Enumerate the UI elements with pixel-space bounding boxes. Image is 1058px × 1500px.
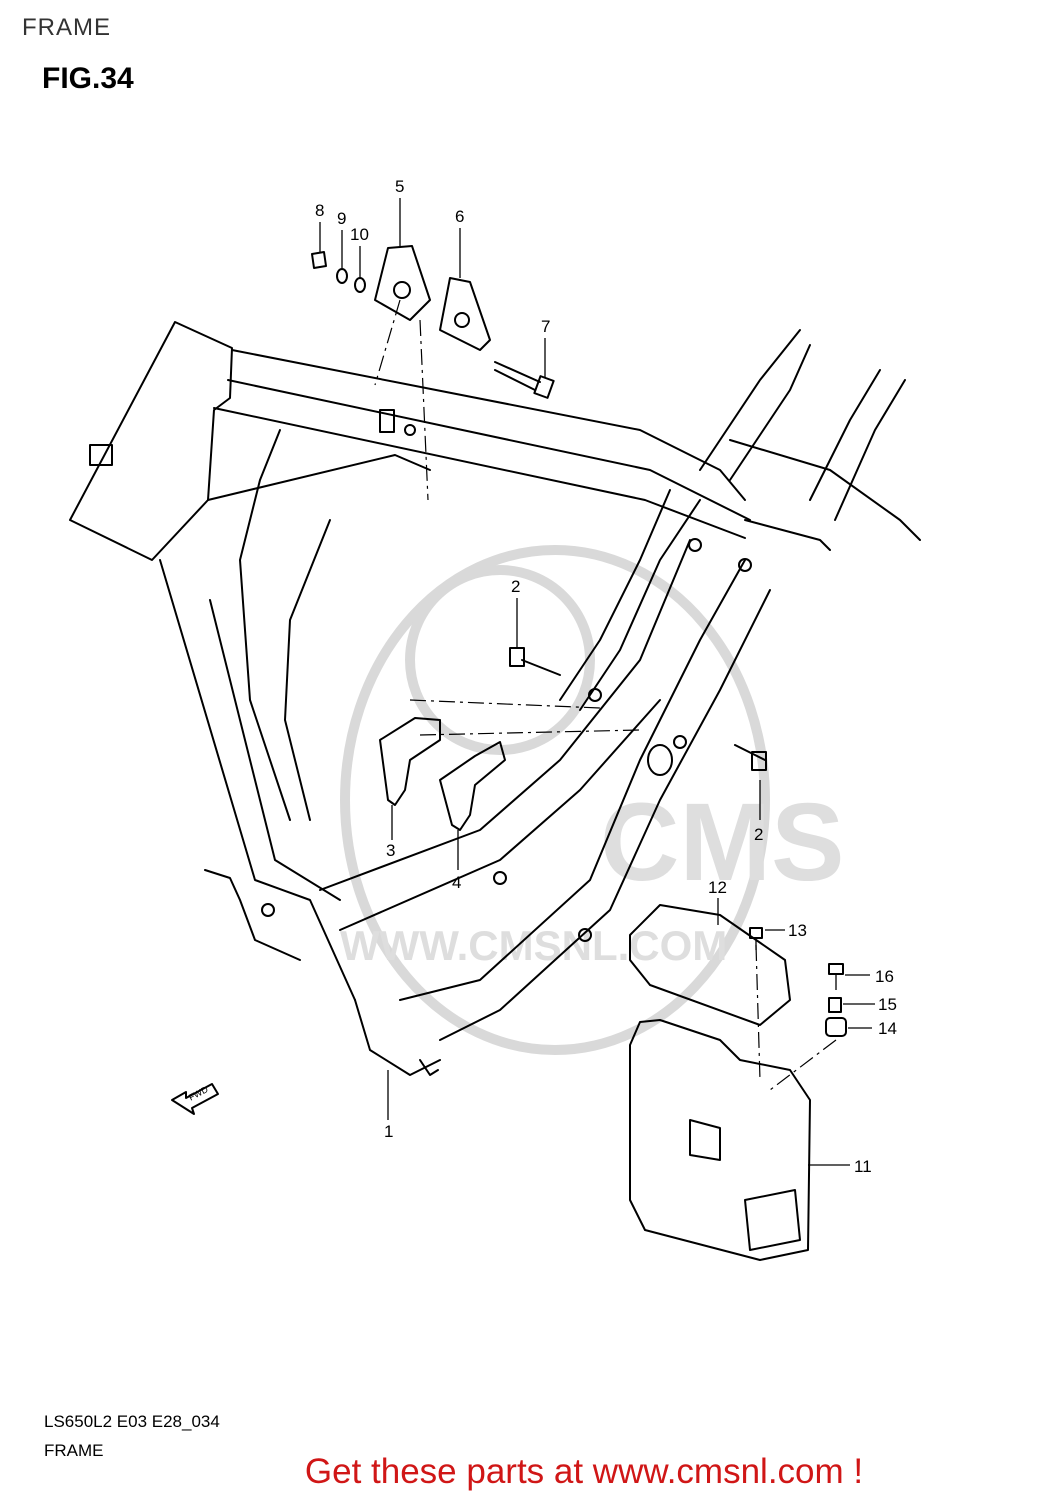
callout-2b: 2 [754,825,763,844]
forward-direction-icon: FWD [171,1083,219,1115]
watermark-logo: CMS WWW.CMSNL.COM [340,545,844,1055]
frame-part-1 [69,321,921,1076]
battery-case-part-11 [629,1019,811,1261]
bracket-part-4 [439,741,506,831]
screw-parts-13-16 [749,927,847,1037]
diagram-code: LS650L2 E03 E28_034 [44,1412,220,1431]
callout-11: 11 [854,1157,872,1176]
callout-12: 12 [708,878,727,897]
cta-banner[interactable]: Get these parts at www.cmsnl.com ! [0,1452,1058,1492]
callout-13: 13 [788,921,807,940]
plate-part-6 [439,277,491,351]
page-header-title: FRAME [22,14,111,41]
callout-15: 15 [878,995,897,1014]
guide-lines [374,299,837,1091]
cover-part-12 [629,904,791,1026]
callout-1: 1 [384,1122,393,1141]
leader-lines [319,198,875,1166]
hardware-parts-8-9-10 [311,251,366,293]
cta-text[interactable]: Get these parts at www.cmsnl.com ! [304,1452,864,1491]
callout-14: 14 [878,1019,897,1038]
callout-2a: 2 [511,577,520,596]
callout-16: 16 [875,967,894,986]
diagram-name: FRAME [44,1441,104,1460]
callout-10: 10 [350,225,369,244]
watermark-url: WWW.CMSNL.COM [340,922,727,969]
bracket-part-3 [379,717,441,806]
callout-8: 8 [315,201,324,220]
callout-4: 4 [452,873,461,892]
bolt-part-7 [494,361,555,399]
callout-9: 9 [337,209,346,228]
callout-6: 6 [455,207,464,226]
callout-3: 3 [386,841,395,860]
figure-number: FIG.34 [42,62,134,95]
callout-5: 5 [395,177,404,196]
callout-7: 7 [541,317,550,336]
plate-part-5 [374,245,431,321]
